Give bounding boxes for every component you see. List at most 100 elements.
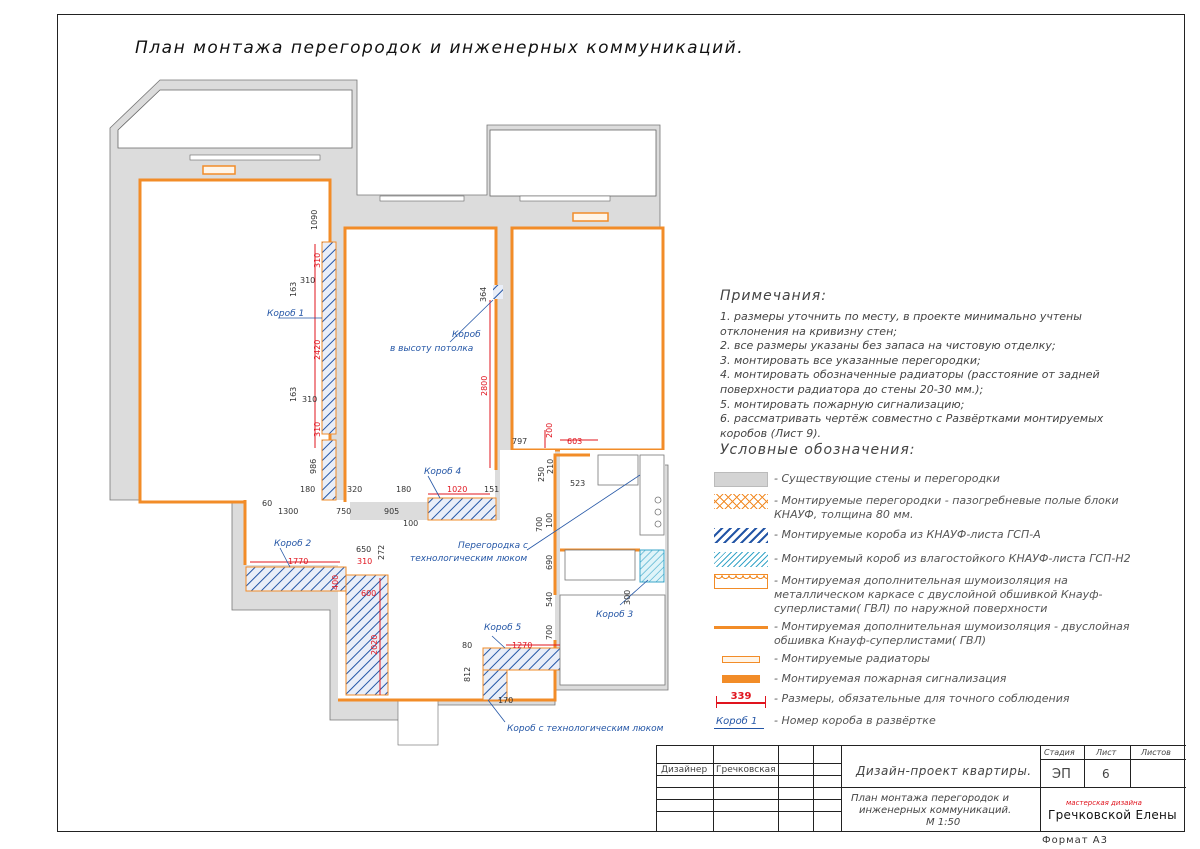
sheet-value: 6 — [1102, 767, 1110, 781]
dim-540: 540 — [545, 592, 554, 607]
dim-100-b: 100 — [545, 513, 554, 528]
dim-700-a: 700 — [535, 517, 544, 532]
scale: М 1:50 — [926, 817, 961, 828]
box-number-swatch: Короб 1 — [714, 714, 768, 729]
installed-boxes — [245, 241, 665, 701]
dim-180-a: 180 — [300, 485, 315, 494]
note-line: отклонения на кривизну стен; — [720, 324, 897, 338]
note-line: поверхности радиатора до стены 20-30 мм.… — [720, 382, 984, 396]
fire-alarm-swatch — [722, 675, 760, 683]
dim-320: 320 — [347, 485, 362, 494]
drawing-title: План монтажа перегородок и инженерных ко… — [135, 38, 745, 58]
dim-523: 523 — [570, 479, 585, 488]
dim-60: 60 — [262, 499, 272, 508]
label-box-1: Короб 1 — [267, 309, 304, 319]
gsp-a-box-swatch — [714, 528, 768, 543]
dim-2420: 2420 — [313, 340, 322, 360]
dim-1090: 1090 — [310, 210, 319, 230]
dim-2020: 2020 — [370, 635, 379, 655]
dim-603: 603 — [567, 437, 582, 446]
note-line: 3. монтировать все указанные перегородки… — [720, 353, 981, 367]
radiators — [202, 165, 609, 222]
dim-797: 797 — [512, 437, 527, 446]
dim-310-b: 310 — [302, 395, 317, 404]
sheet-label: Лист — [1096, 748, 1117, 757]
dim-310-bottom: 310 — [313, 422, 322, 437]
label-box-hatch: Короб с технологическим люком — [507, 724, 664, 734]
radiator-swatch — [722, 656, 760, 663]
block-partition-swatch — [714, 494, 768, 509]
dim-700-b: 700 — [545, 625, 554, 640]
installed-partitions — [243, 226, 640, 702]
sheet-title-line-1: План монтажа перегородок и — [851, 793, 1010, 804]
dim-310-a: 310 — [300, 276, 315, 285]
dim-650: 650 — [356, 545, 371, 554]
note-line: 6. рассматривать чертёж совместно с Разв… — [720, 412, 1104, 426]
dim-210: 210 — [546, 459, 555, 474]
dim-300: 300 — [623, 590, 632, 605]
dim-151: 151 — [484, 485, 499, 494]
label-box-ceiling-1: Короб — [452, 330, 481, 340]
label-box-4: Короб 4 — [424, 467, 462, 477]
note-line: 1. размеры уточнить по месту, в проекте … — [720, 310, 1082, 323]
soundproof-frame-swatch — [714, 574, 768, 589]
note-line: 4. монтировать обозначенные радиаторы (р… — [720, 368, 1100, 382]
notes-block: Примечания: 1. размеры уточнить по месту… — [720, 288, 1140, 441]
label-partition-hatch-2: технологическим люком — [410, 554, 527, 564]
dim-2800: 2800 — [480, 376, 489, 396]
existing-walls — [109, 79, 669, 746]
dim-1770: 1770 — [288, 557, 308, 566]
stage-label: Стадия — [1044, 748, 1075, 757]
paper-format: Формат А3 — [1042, 835, 1108, 846]
note-line: 5. монтировать пожарную сигнализацию; — [720, 397, 965, 411]
label-box-ceiling-2: в высоту потолка — [390, 344, 473, 354]
dim-750: 750 — [336, 507, 351, 516]
note-line: коробов (Лист 9). — [720, 426, 822, 440]
dim-1300: 1300 — [278, 507, 298, 516]
designer-name: Гречковская — [716, 765, 776, 775]
dim-310-top: 310 — [313, 253, 322, 268]
dim-690: 690 — [545, 555, 554, 570]
gsp-h2-box-swatch — [714, 552, 768, 567]
sheet-title-line-2: инженерных коммуникаций. — [859, 805, 1012, 816]
designer-role: Дизайнер — [661, 765, 708, 775]
dim-400: 400 — [331, 575, 340, 590]
notes-heading: Примечания: — [720, 288, 827, 304]
legend-heading: Условные обозначения: — [720, 442, 916, 458]
soundproof-line-swatch — [714, 626, 768, 629]
dim-1270: 1270 — [512, 641, 532, 650]
dim-200: 200 — [545, 423, 554, 438]
dim-170: 170 — [498, 696, 513, 705]
sheet-frame — [57, 14, 1185, 832]
existing-wall-swatch — [714, 472, 768, 487]
studio-small: мастерская дизайна — [1066, 799, 1142, 807]
dim-986: 986 — [309, 459, 318, 474]
dim-100-a: 100 — [403, 519, 418, 528]
dimension-swatch: 339 — [714, 691, 768, 708]
label-box-3: Короб 3 — [596, 610, 634, 620]
dim-163-bottom: 163 — [289, 387, 298, 402]
dim-180-b: 180 — [396, 485, 411, 494]
note-line: 2. все размеры указаны без запаса на чис… — [720, 339, 1056, 353]
dim-905: 905 — [384, 507, 399, 516]
bathroom-fixtures — [559, 454, 666, 686]
dim-272: 272 — [377, 545, 386, 560]
dim-250: 250 — [537, 467, 546, 482]
stage-value: ЭП — [1052, 767, 1071, 782]
dim-812: 812 — [463, 667, 472, 682]
studio-logo: Гречковской Елены — [1048, 808, 1177, 822]
dim-364: 364 — [479, 287, 488, 302]
project-name: Дизайн-проект квартиры. — [856, 764, 1032, 778]
label-box-2: Короб 2 — [274, 539, 312, 549]
sheets-label: Листов — [1141, 748, 1171, 757]
dim-80: 80 — [462, 641, 472, 650]
dim-1020: 1020 — [447, 485, 467, 494]
dim-163-top: 163 — [289, 282, 298, 297]
label-partition-hatch-1: Перегородка с — [458, 541, 528, 551]
title-block: Дизайнер Гречковская Дизайн-проект кварт… — [656, 745, 1186, 832]
dim-600: 600 — [361, 589, 376, 598]
dim-310-c: 310 — [357, 557, 372, 566]
label-box-5: Короб 5 — [484, 623, 522, 633]
